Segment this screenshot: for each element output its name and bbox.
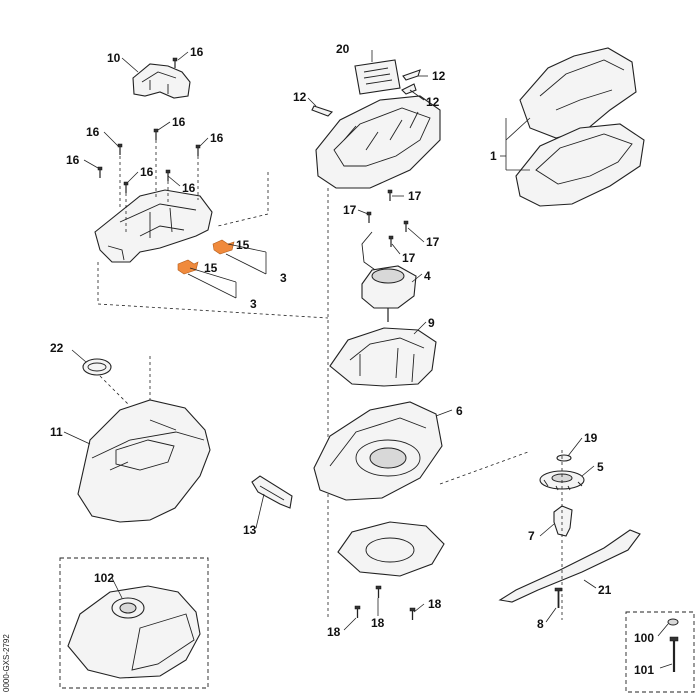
screw-16-a	[172, 57, 178, 68]
part-4-motor	[361, 231, 417, 322]
callout-7: 7	[528, 529, 535, 543]
screw-17-a	[387, 189, 393, 201]
callout-102: 102	[94, 571, 114, 585]
part-3-bracket-assembly	[94, 189, 213, 263]
callout-20: 20	[336, 42, 350, 56]
callout-5: 5	[597, 460, 604, 474]
callout-9: 9	[428, 316, 435, 330]
callout-21: 21	[598, 583, 612, 597]
screw-16-g	[165, 169, 171, 181]
callout-3: 3	[250, 297, 257, 311]
callout-17: 17	[402, 251, 416, 265]
part-22-label	[82, 358, 112, 376]
part-100-101-box	[625, 611, 695, 693]
callout-16: 16	[86, 125, 100, 139]
callout-16: 16	[172, 115, 186, 129]
part-lower-deck	[337, 521, 445, 577]
callout-6: 6	[456, 404, 463, 418]
screw-17-c	[403, 220, 409, 232]
screw-16-c	[153, 128, 159, 140]
part-19-washer	[556, 454, 572, 462]
callout-15: 15	[204, 261, 218, 275]
callout-16: 16	[140, 165, 154, 179]
screw-18-b	[375, 585, 382, 598]
callout-16: 16	[182, 181, 196, 195]
callout-18: 18	[327, 625, 341, 639]
screw-18-a	[354, 605, 361, 618]
callout-100: 100	[634, 631, 654, 645]
callout-17: 17	[426, 235, 440, 249]
screw-16-b	[117, 143, 123, 155]
part-1-assembly	[515, 47, 645, 207]
part-9-fan-housing	[329, 327, 437, 387]
callout-22: 22	[50, 341, 64, 355]
drawing-reference-code: 0000-GXS-2792	[2, 634, 11, 692]
callout-16: 16	[210, 131, 224, 145]
callout-11: 11	[50, 425, 63, 439]
callout-101: 101	[634, 663, 654, 677]
callout-16: 16	[66, 153, 80, 167]
callout-12: 12	[293, 90, 307, 104]
part-7-adapter	[553, 505, 573, 537]
callout-8: 8	[537, 617, 544, 631]
screw-16-d	[195, 144, 201, 156]
callout-19: 19	[584, 431, 598, 445]
part-12-clip-b	[401, 83, 417, 95]
part-21-blade	[498, 529, 641, 603]
part-12-clip-a	[402, 69, 421, 81]
callout-17: 17	[343, 203, 357, 217]
callout-17: 17	[408, 189, 422, 203]
screw-17-d	[388, 235, 394, 247]
highlight-part-15-a	[212, 239, 235, 255]
callout-18: 18	[371, 616, 385, 630]
callout-12: 12	[426, 95, 440, 109]
part-10-bracket	[132, 63, 191, 99]
callout-1: 1	[490, 149, 497, 163]
callout-18: 18	[428, 597, 442, 611]
part-12-clip-c	[311, 105, 334, 117]
callout-3: 3	[280, 271, 287, 285]
part-20-label	[354, 59, 401, 95]
part-13-handle	[251, 475, 293, 509]
screw-16-f	[123, 181, 129, 193]
part-6-deck	[313, 401, 443, 501]
callout-12: 12	[432, 69, 446, 83]
callout-labels: 10 16 16 16 16 16 16 16 15 15 3 3 20 12 …	[50, 42, 654, 677]
callout-15: 15	[236, 238, 250, 252]
callout-4: 4	[424, 269, 431, 283]
leader-lines	[63, 50, 673, 669]
part-8-bolt	[554, 587, 563, 608]
part-102-box	[59, 557, 209, 689]
part-11-cover	[77, 399, 211, 523]
screw-18-c	[409, 607, 416, 620]
callout-13: 13	[243, 523, 257, 537]
highlight-part-15-b	[177, 259, 199, 275]
screw-16-e	[97, 166, 103, 178]
part-top-housing	[315, 95, 441, 189]
callout-10: 10	[107, 51, 121, 65]
callout-16: 16	[190, 45, 204, 59]
